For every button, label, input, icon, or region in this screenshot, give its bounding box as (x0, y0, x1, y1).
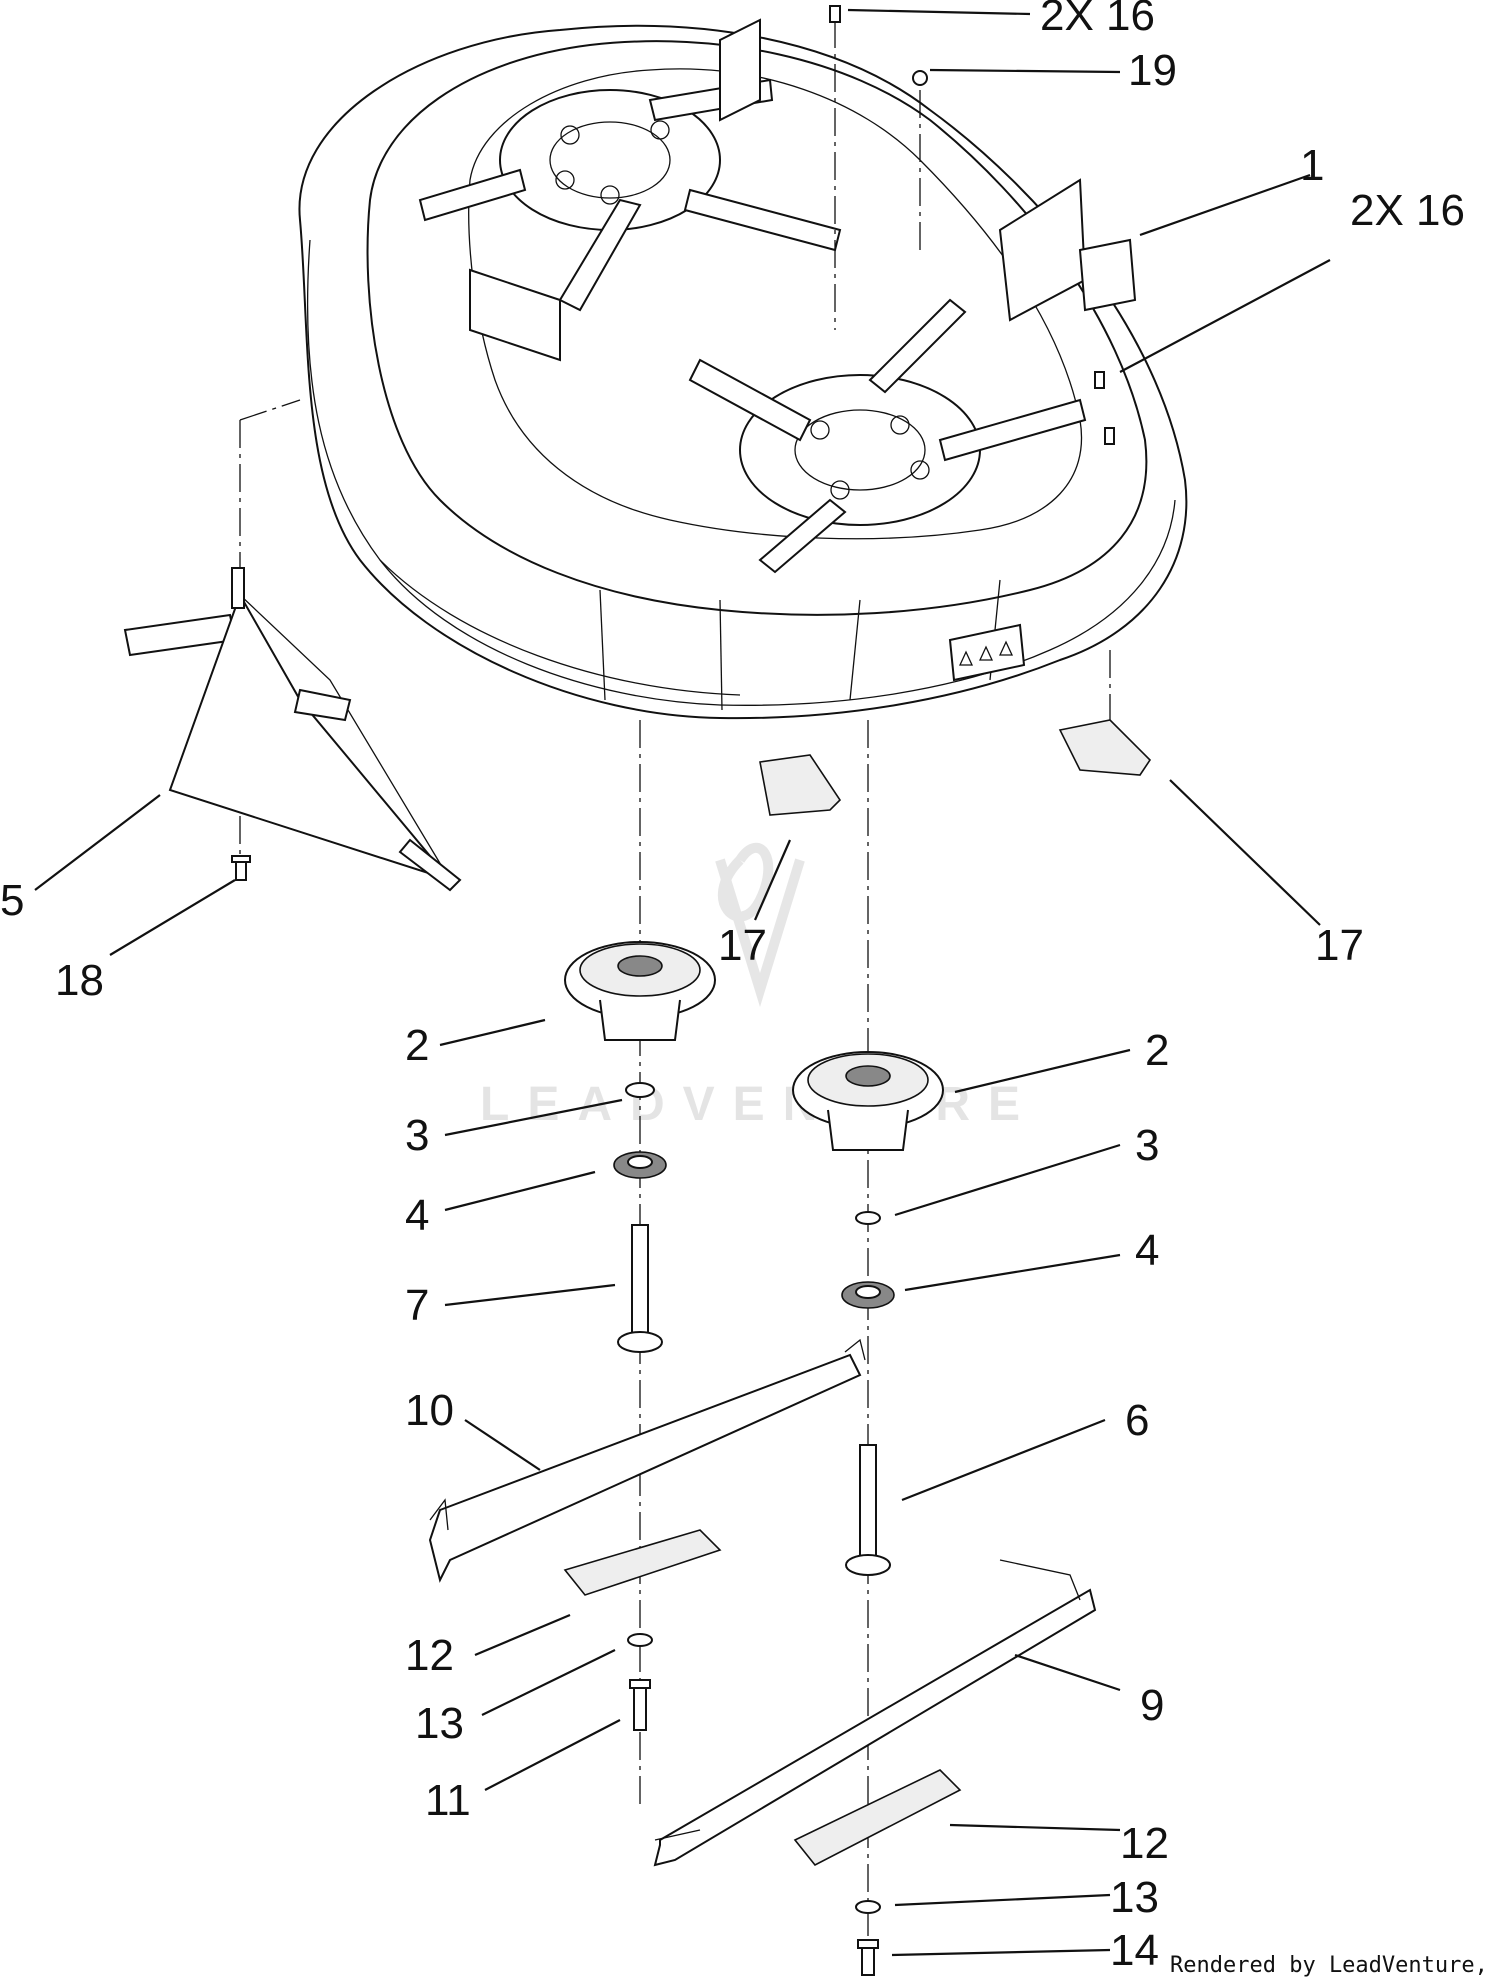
bolt-16-top (829, 5, 841, 23)
callout-7: 7 (405, 1281, 429, 1330)
callout-13-left: 13 (415, 1699, 464, 1748)
callout-6: 6 (1125, 1396, 1149, 1445)
callout-3-right: 3 (1135, 1121, 1159, 1170)
left-spindle-assembly-part-2 (564, 941, 716, 1041)
callout-2x16-right: 2X 16 (1350, 186, 1465, 235)
watermark-logo (715, 842, 805, 1008)
callout-17-right: 17 (1315, 921, 1364, 970)
callout-13-right: 13 (1110, 1873, 1159, 1922)
right-shaft-part-6 (845, 1444, 891, 1576)
right-spindle-assembly-part-2 (792, 1051, 944, 1151)
left-shaft-part-7 (617, 1224, 663, 1353)
callout-2x16-top: 2X 16 (1040, 0, 1155, 40)
chute-deflector-part-5 (123, 567, 462, 892)
blade-bolt-part-11 (629, 1679, 651, 1731)
render-credit: Rendered by LeadVenture, Inc. (1170, 1953, 1500, 1978)
mower-deck (298, 18, 1188, 720)
blade-guide-part-17-right (1058, 719, 1152, 776)
left-washer-part-13 (627, 1633, 653, 1647)
left-washer-part-3 (625, 1082, 655, 1098)
callout-labels: 2X 16 19 1 2X 16 5 18 17 17 2 2 3 3 4 4 … (0, 0, 1465, 1975)
callout-19: 19 (1128, 46, 1177, 95)
blade-part-10 (428, 1338, 866, 1583)
callout-18: 18 (55, 956, 104, 1005)
right-stiffener-part-12 (793, 1769, 962, 1867)
callout-10: 10 (405, 1386, 454, 1435)
callout-11: 11 (425, 1776, 471, 1825)
callout-5: 5 (0, 876, 24, 925)
callout-4-left: 4 (405, 1191, 429, 1240)
callout-12-left: 12 (405, 1631, 454, 1680)
right-washer-part-13 (855, 1900, 881, 1914)
watermark-text: LEADVENTURE (480, 1078, 1038, 1131)
callout-2-right: 2 (1145, 1026, 1169, 1075)
callout-1: 1 (1300, 141, 1324, 190)
callout-3-left: 3 (405, 1111, 429, 1160)
right-washer-part-3 (855, 1211, 881, 1225)
bolt-part-18 (231, 855, 251, 881)
right-spindle-mount (688, 298, 1087, 574)
right-bearing-part-4 (841, 1281, 895, 1309)
leader-lines (34, 8, 1331, 1957)
callout-4-right: 4 (1135, 1226, 1159, 1275)
bolt-16-right (1094, 371, 1115, 445)
left-stiffener-part-12 (563, 1529, 722, 1596)
callout-2-left: 2 (405, 1021, 429, 1070)
blade-part-9 (653, 1559, 1097, 1867)
callout-17-center: 17 (718, 921, 767, 970)
callout-9: 9 (1140, 1681, 1164, 1730)
left-bearing-part-4 (613, 1151, 667, 1179)
nut-19 (912, 70, 928, 86)
blade-bolt-part-14 (857, 1939, 879, 1976)
callout-12-right: 12 (1120, 1819, 1169, 1868)
callout-14: 14 (1110, 1926, 1159, 1975)
blade-guide-part-17-center (759, 754, 842, 816)
